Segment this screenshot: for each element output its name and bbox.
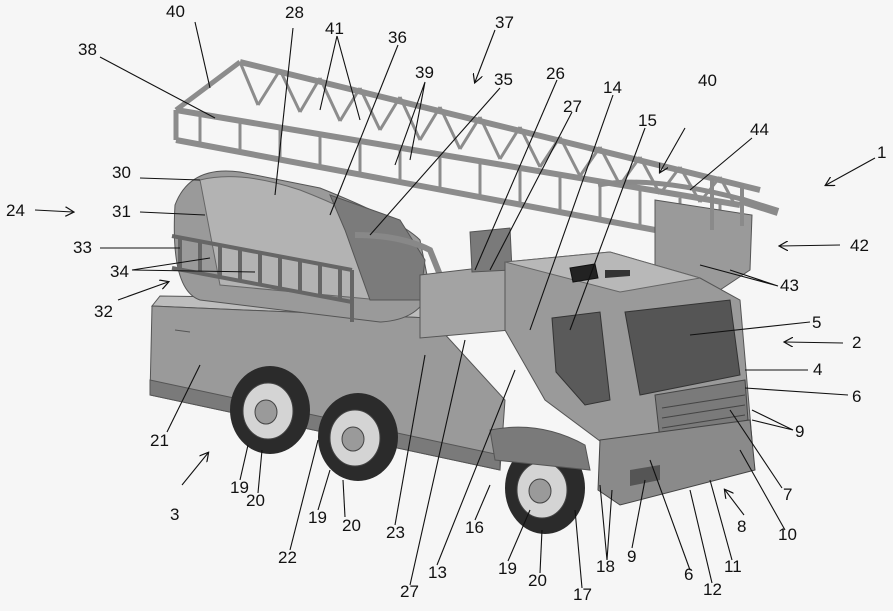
- label-9b: 9: [627, 547, 636, 566]
- label-14: 14: [603, 78, 622, 97]
- label-18: 18: [596, 557, 615, 576]
- arrow-3: [181, 453, 208, 486]
- label-39: 39: [415, 63, 434, 82]
- label-27b: 27: [400, 582, 419, 601]
- label-7: 7: [783, 485, 792, 504]
- label-44: 44: [750, 120, 769, 139]
- label-28: 28: [285, 3, 304, 22]
- reference-numerals: 1 2 3 4 5 6 6 7 8 9 9 10 11 12 13 14 15 …: [6, 2, 886, 604]
- label-16: 16: [465, 518, 484, 537]
- wheels: [230, 366, 591, 534]
- label-36: 36: [388, 28, 407, 47]
- label-19b: 19: [308, 508, 327, 527]
- arrow-32: [117, 282, 168, 301]
- arrow-2: [785, 342, 844, 343]
- label-6a: 6: [852, 387, 861, 406]
- boom-support: [419, 227, 513, 339]
- label-34: 34: [110, 262, 129, 281]
- label-38: 38: [78, 40, 97, 59]
- turret-housing: [173, 170, 443, 323]
- label-37: 37: [495, 13, 514, 32]
- arrow-8: [725, 490, 745, 516]
- label-40b: 40: [698, 71, 717, 90]
- label-12: 12: [703, 580, 722, 599]
- label-15: 15: [638, 111, 657, 130]
- label-4: 4: [813, 360, 822, 379]
- label-5: 5: [812, 313, 821, 332]
- arrow-40b: [660, 127, 686, 172]
- label-33: 33: [73, 238, 92, 257]
- label-26: 26: [546, 64, 565, 83]
- cab: [504, 251, 756, 506]
- arrow-1: [826, 157, 876, 185]
- label-42: 42: [850, 236, 869, 255]
- label-24: 24: [6, 201, 25, 220]
- side-ladder: [171, 234, 354, 322]
- arrow-42: [780, 245, 841, 246]
- label-32: 32: [94, 302, 113, 321]
- label-10: 10: [778, 525, 797, 544]
- label-30: 30: [112, 163, 131, 182]
- label-19a: 19: [230, 478, 249, 497]
- rear-wheel-2: [318, 393, 398, 481]
- label-19c: 19: [498, 559, 517, 578]
- label-31: 31: [112, 202, 131, 221]
- label-23: 23: [386, 523, 405, 542]
- label-35: 35: [494, 70, 513, 89]
- rear-wheel-1: [230, 366, 310, 454]
- label-13: 13: [428, 563, 447, 582]
- label-40a: 40: [166, 2, 185, 21]
- label-11: 11: [724, 557, 742, 576]
- label-3: 3: [170, 505, 179, 524]
- label-8: 8: [737, 517, 746, 536]
- label-17: 17: [573, 585, 592, 604]
- label-2: 2: [852, 333, 861, 352]
- arrows: [34, 29, 876, 516]
- label-1: 1: [877, 143, 886, 162]
- label-43: 43: [780, 276, 799, 295]
- arrow-24: [34, 210, 73, 212]
- label-21: 21: [150, 431, 169, 450]
- label-6b: 6: [684, 565, 693, 584]
- label-41: 41: [325, 19, 344, 38]
- label-20b: 20: [342, 516, 361, 535]
- label-9a: 9: [795, 422, 804, 441]
- leader-lines: [99, 21, 849, 589]
- label-20c: 20: [528, 571, 547, 590]
- label-20a: 20: [246, 491, 265, 510]
- label-22: 22: [278, 548, 297, 567]
- label-27a: 27: [563, 97, 582, 116]
- arrow-37: [475, 29, 496, 82]
